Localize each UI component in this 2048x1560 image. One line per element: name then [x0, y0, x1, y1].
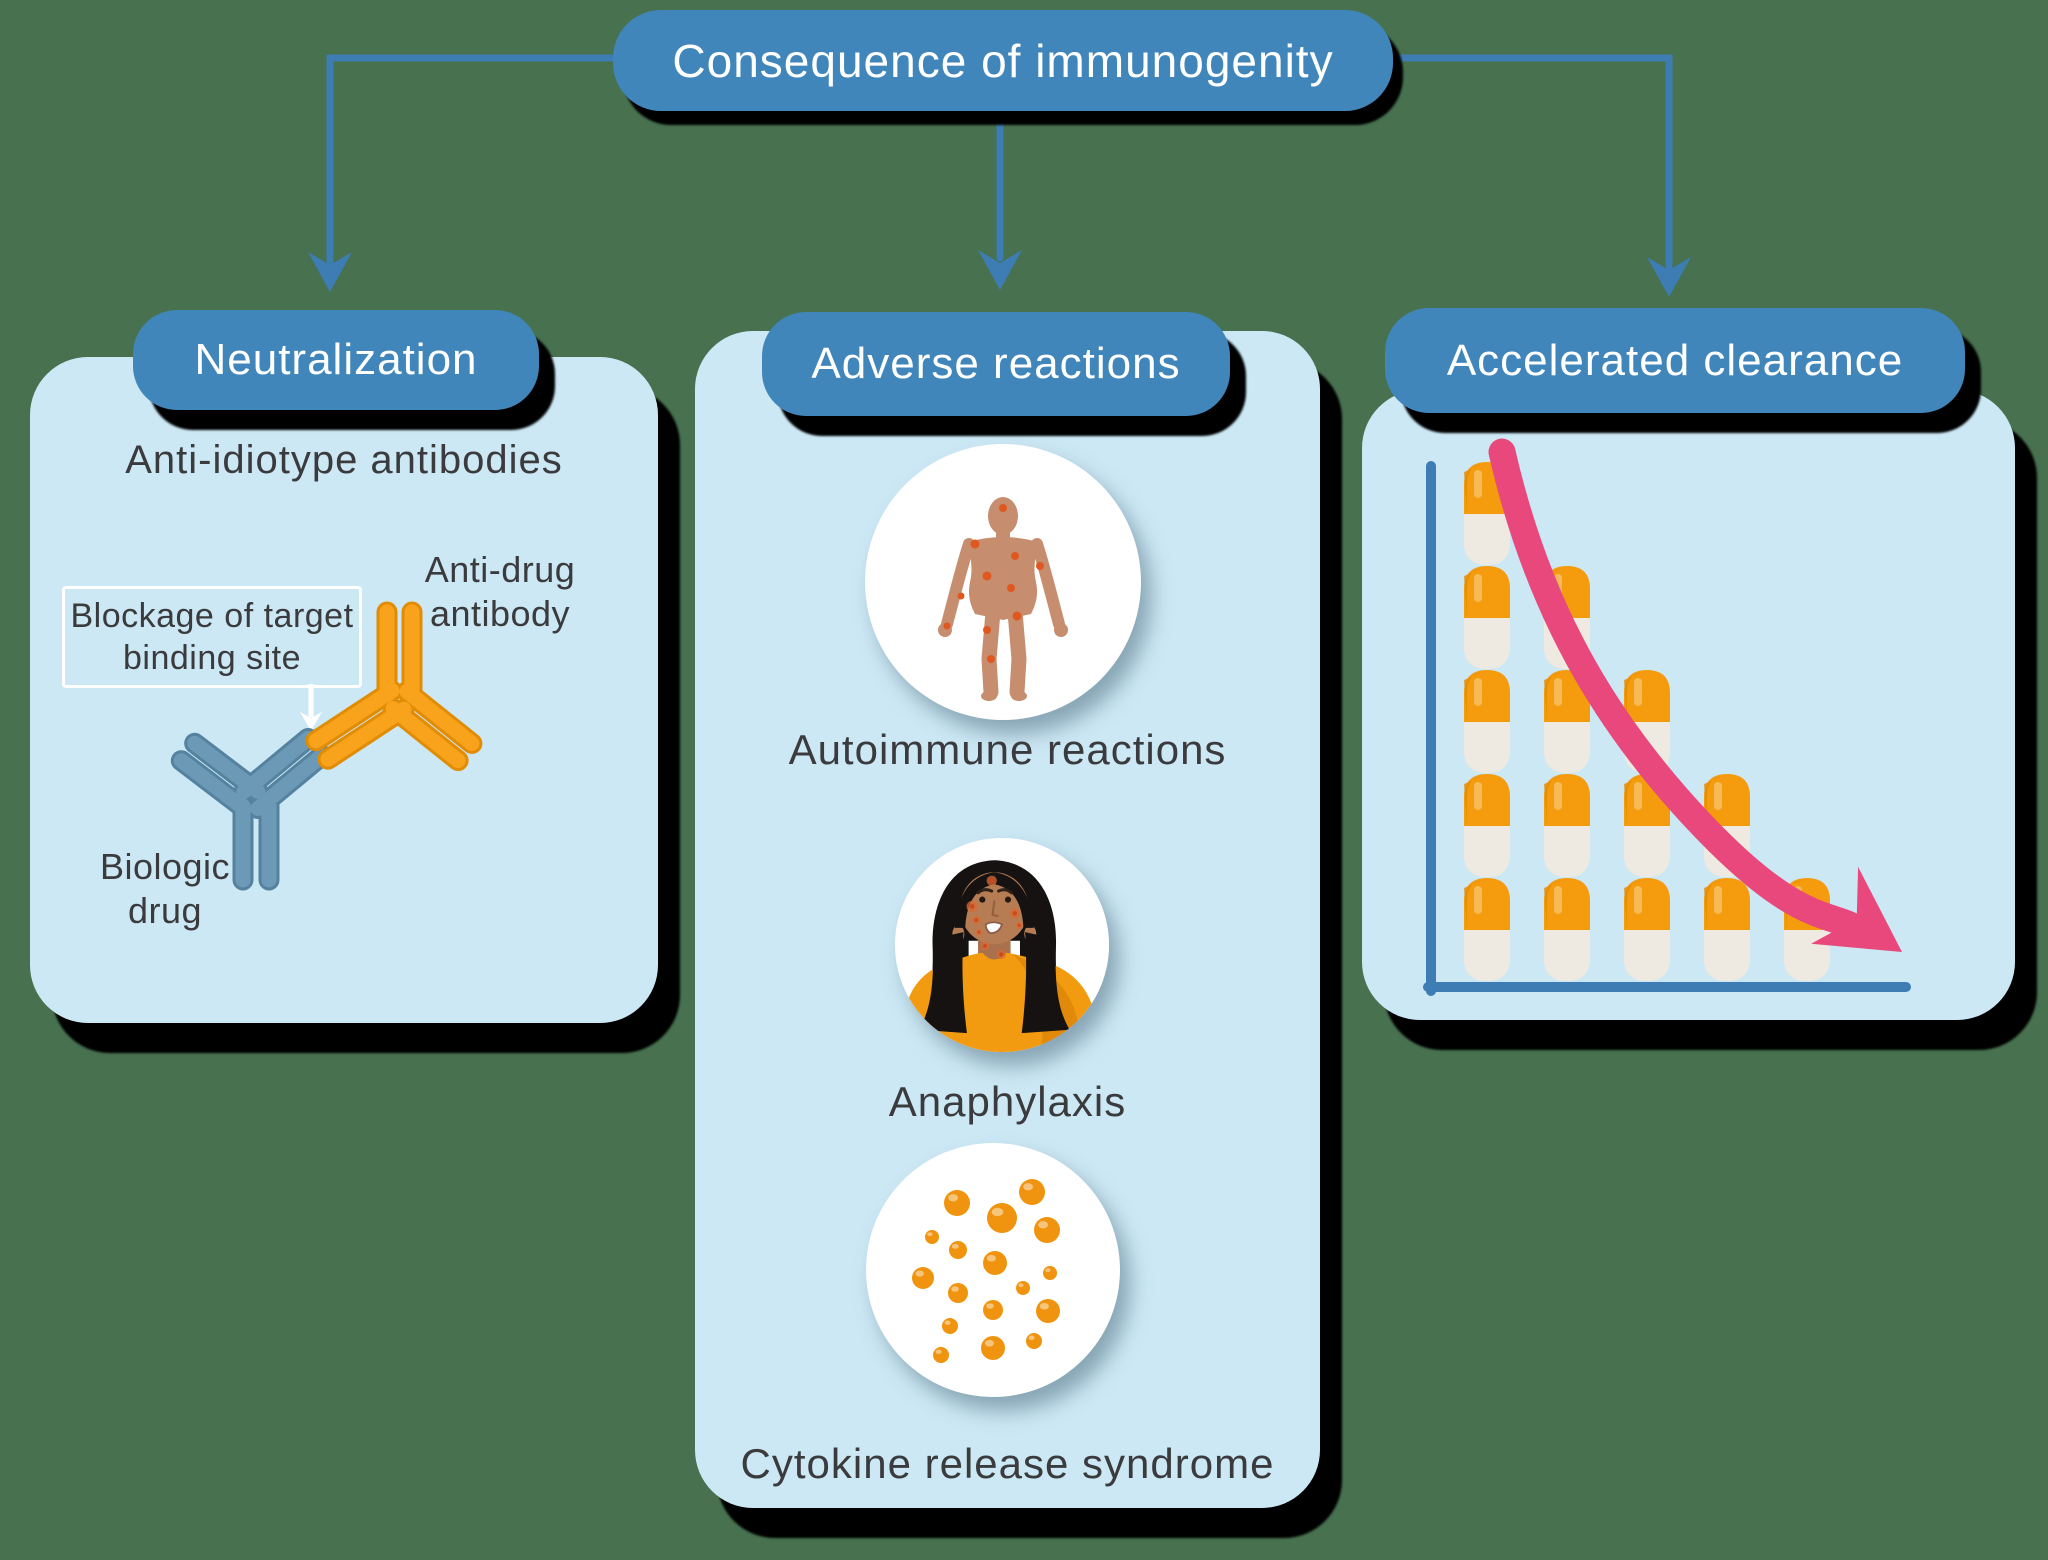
- accelerated-clearance-header: Accelerated clearance: [1385, 308, 1965, 413]
- neutralization-header-label: Neutralization: [194, 335, 478, 384]
- adverse-reactions-header: Adverse reactions: [762, 312, 1230, 416]
- chart-axes: [1423, 461, 1911, 996]
- autoimmune-caption: Autoimmune reactions: [788, 726, 1227, 773]
- arrowhead-down-icon: [978, 250, 1022, 290]
- connector-left-line: [326, 54, 617, 266]
- capsule-chart: [1423, 438, 1911, 996]
- blockage-line2: binding site: [122, 639, 301, 677]
- anaphylaxis-caption: Anaphylaxis: [888, 1078, 1127, 1125]
- rash-spots: [943, 504, 1044, 663]
- decline-arrow-icon: [1488, 438, 1902, 952]
- biologic-line2: drug: [127, 890, 203, 931]
- anti-drug-line2: antibody: [429, 593, 571, 634]
- anaphylaxis-woman-icon: [895, 838, 1109, 1052]
- blockage-pointer-arrow-icon: [300, 684, 322, 731]
- antibody-binding-illustration: [170, 601, 483, 891]
- autoimmune-body-icon: [938, 497, 1068, 701]
- anti-drug-antibody-label: Anti-drug antibody: [377, 548, 623, 636]
- title-label: Consequence of immunogenity: [672, 34, 1334, 87]
- cytokine-caption: Cytokine release syndrome: [740, 1440, 1275, 1487]
- blockage-line1: Blockage of target: [70, 597, 354, 635]
- neutralization-panel: [30, 357, 658, 1023]
- blockage-callout-box: Blockage of target binding site: [62, 586, 362, 688]
- biologic-drug-antibody-icon: [170, 728, 333, 891]
- connector-right-line: [1389, 54, 1673, 272]
- cytokine-dots-icon: [912, 1179, 1060, 1363]
- anti-drug-antibody-icon: [305, 601, 483, 772]
- anti-idiotype-subtitle: Anti-idiotype antibodies: [125, 438, 563, 482]
- hives-spots: [966, 875, 1023, 960]
- autoimmune-figure-circle: [865, 444, 1141, 720]
- biologic-drug-label: Biologic drug: [78, 845, 252, 933]
- title-box: Consequence of immunogenity: [613, 10, 1393, 111]
- biologic-line1: Biologic: [99, 846, 231, 887]
- arrowhead-down-icon: [308, 252, 352, 292]
- adverse-reactions-header-label: Adverse reactions: [811, 339, 1181, 388]
- accelerated-clearance-header-label: Accelerated clearance: [1446, 335, 1904, 385]
- anti-drug-line1: Anti-drug: [424, 549, 576, 590]
- capsule-stacks: [1464, 462, 1830, 981]
- neutralization-header: Neutralization: [133, 310, 539, 410]
- arrowhead-down-icon: [1647, 257, 1691, 297]
- anaphylaxis-figure-circle: [895, 838, 1109, 1052]
- cytokine-figure-circle: [866, 1143, 1120, 1397]
